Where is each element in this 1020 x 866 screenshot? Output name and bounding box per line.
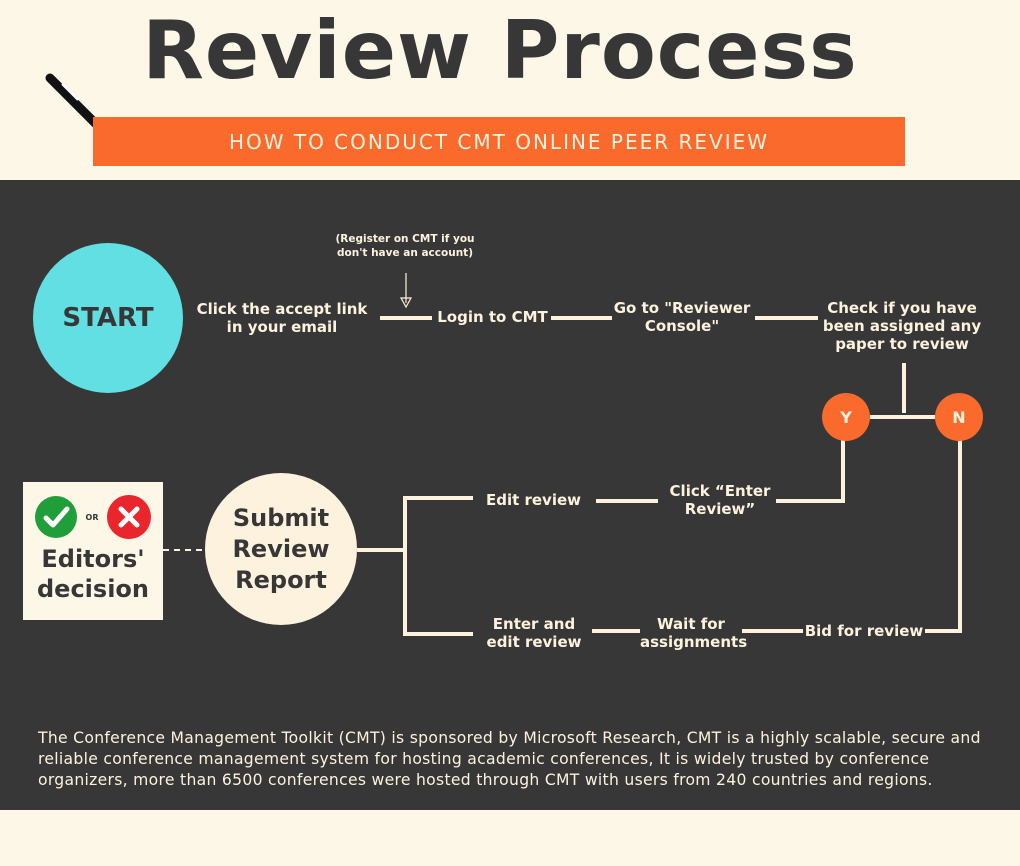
cmt-description: The Conference Management Toolkit (CMT) … [38,729,981,789]
cross-circle-icon [107,495,152,539]
reviewer-console-step: Go to "Reviewer Console" [613,299,751,335]
enter-edit-review-step: Enter and edit review [486,615,582,651]
yes-node: Y [822,393,870,441]
accept-link-step: Click the accept link in your email [196,300,368,336]
no-node: N [935,393,983,441]
subtitle-banner: HOW TO CONDUCT CMT ONLINE PEER REVIEW [93,117,905,166]
flowchart-panel: START (Register on CMT if you don't have… [0,180,1020,810]
wait-assignments-step: Wait for assignments [640,615,748,651]
click-enter-review-step: Click “Enter Review” [669,482,771,518]
register-note: (Register on CMT if you don't have an ac… [335,233,475,259]
page-title: Review Process [142,4,858,97]
flow-connectors [163,273,962,636]
edit-review-step: Edit review [485,491,582,509]
check-assigned-step: Check if you have been assigned any pape… [822,299,982,353]
bid-review-step: Bid for review [804,622,924,640]
submit-review-node: Submit Review Report [205,473,357,625]
start-node: START [33,243,183,393]
check-circle-icon [34,496,77,538]
editors-decision-box: OR Editors' decision [23,482,163,620]
login-step: Login to CMT [437,308,548,326]
or-label: OR [85,512,99,522]
editors-decision-label: Editors' decision [37,545,149,603]
